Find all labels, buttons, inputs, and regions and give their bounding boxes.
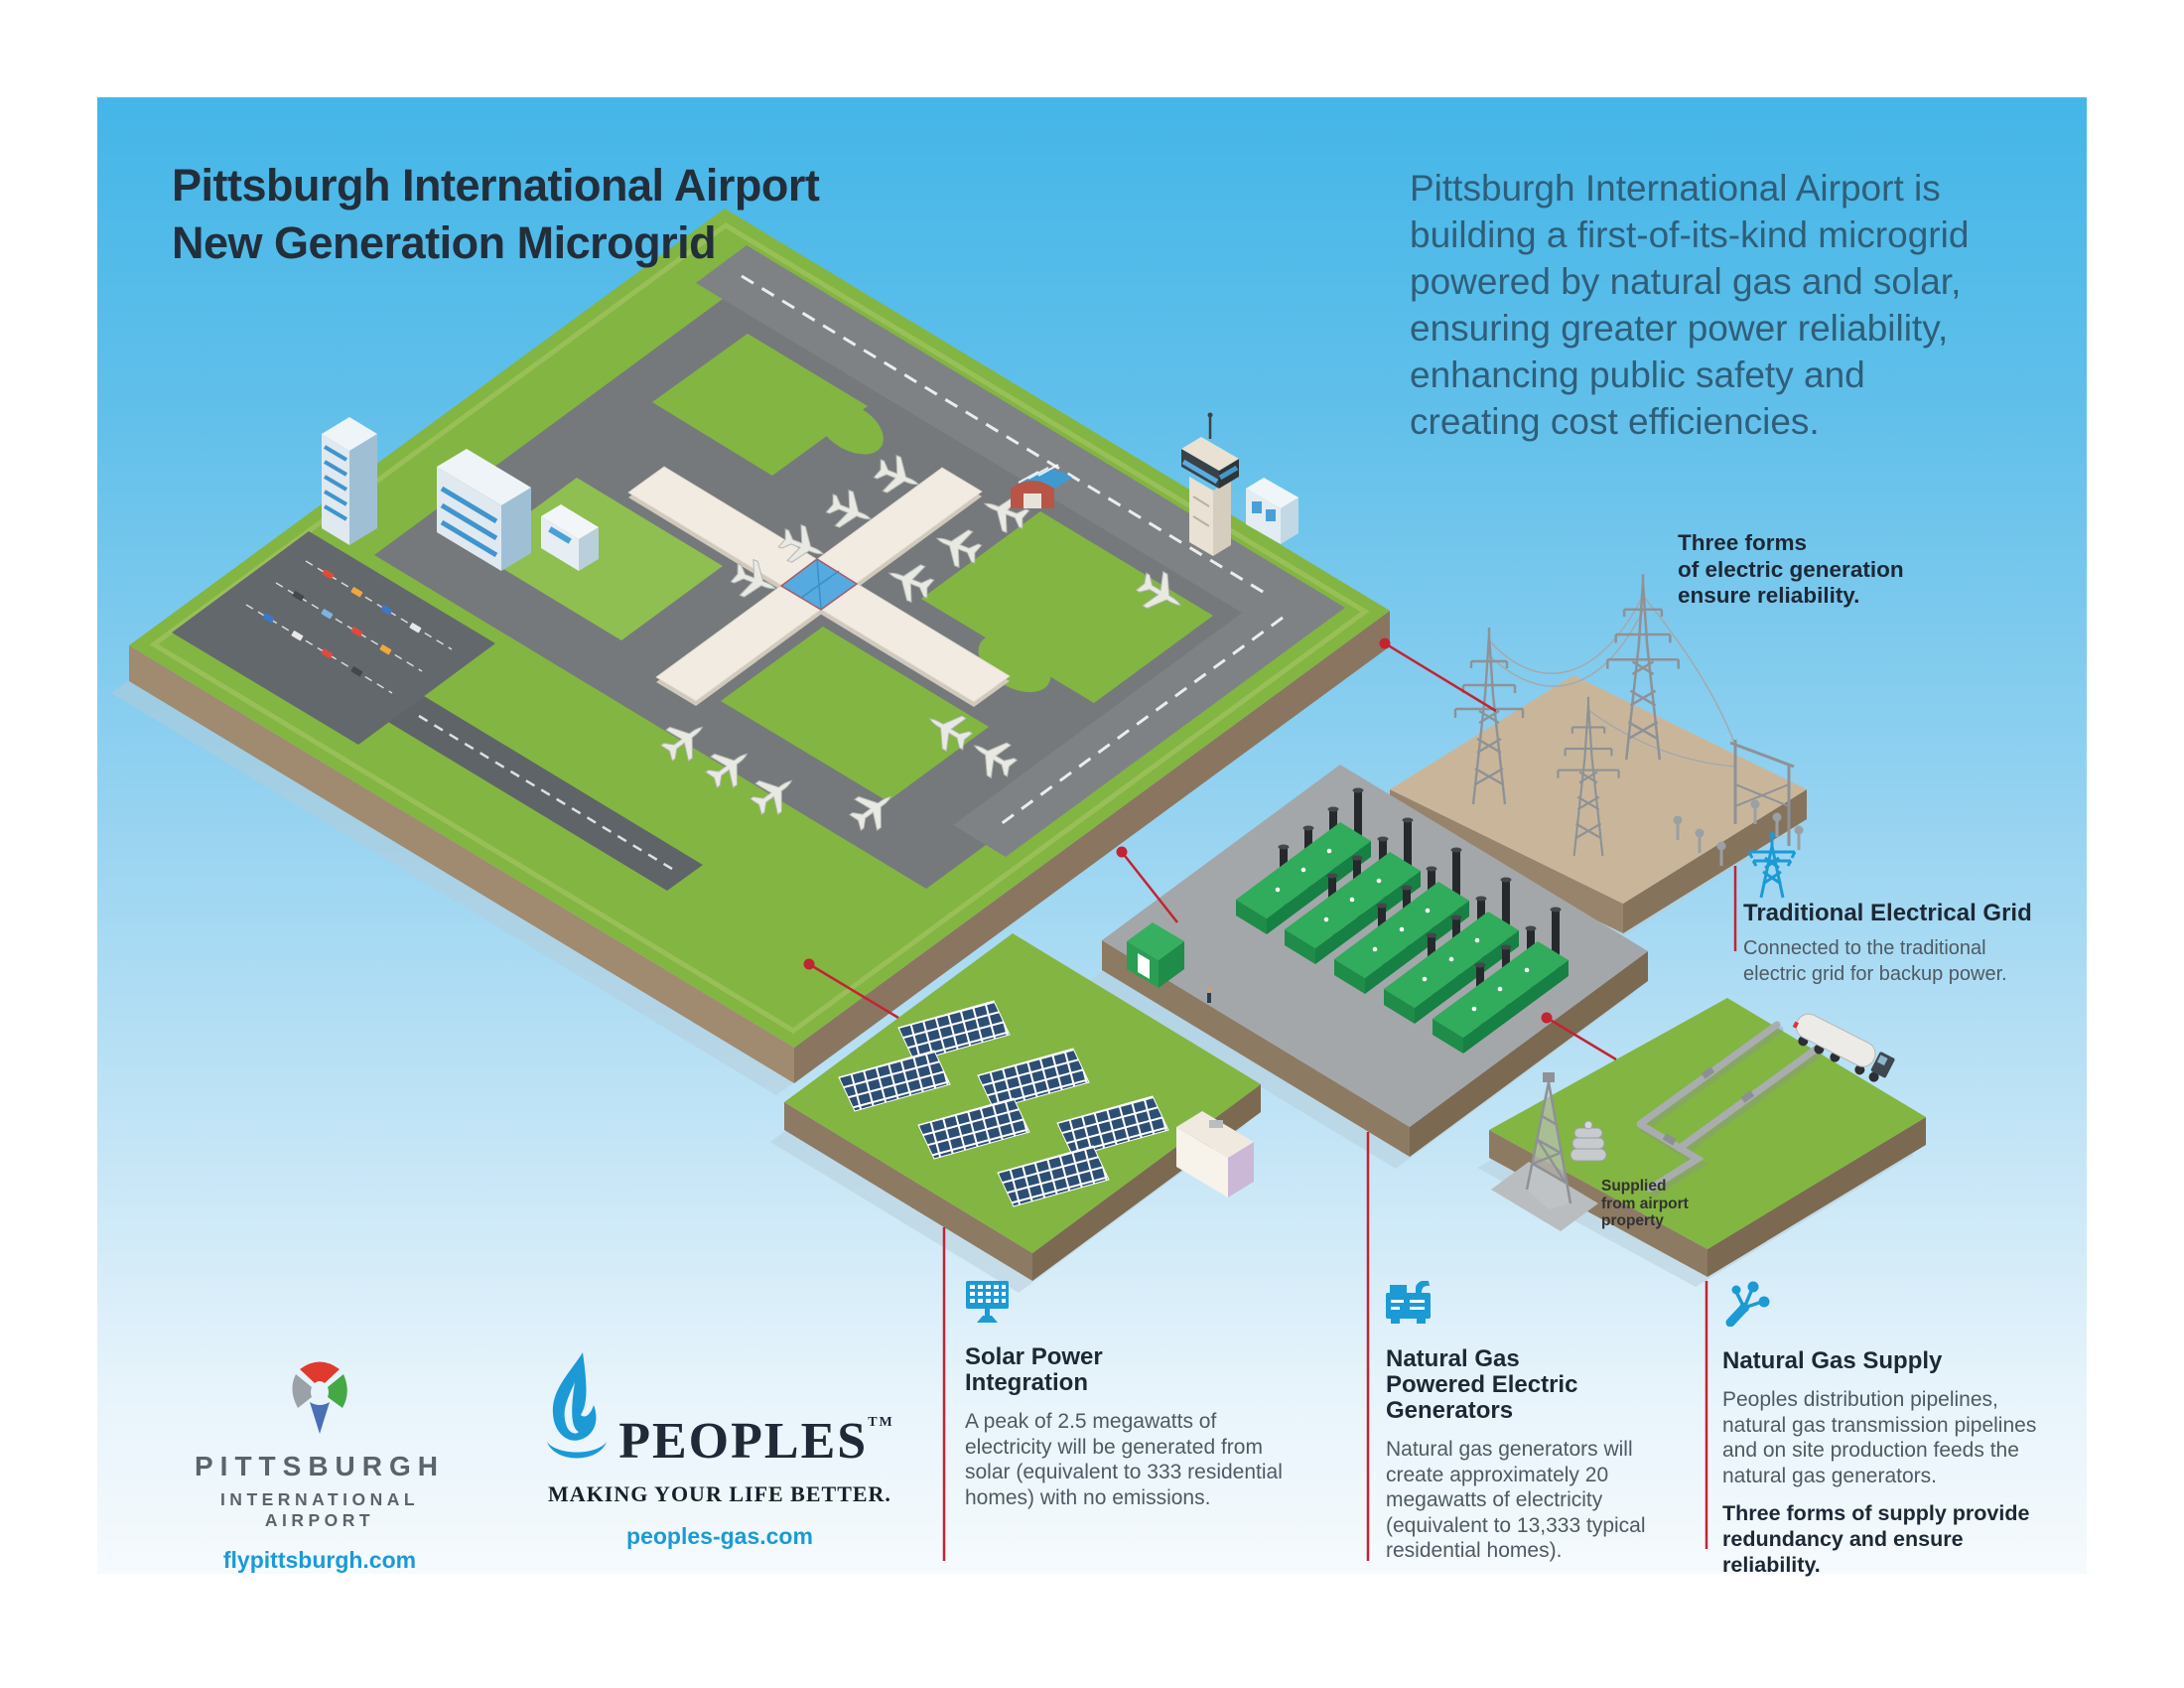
connector-lines [808,641,1737,1561]
parked-cars [262,569,422,677]
airport-platform [111,209,1390,1095]
generators-column: Natural Gas Powered Electric Generators … [1386,1280,1696,1564]
title-line-1: Pittsburgh International Airport [172,160,820,211]
office-buildings [322,417,599,571]
substation-gantry [1729,740,1795,846]
intro-paragraph: Pittsburgh International Airport is buil… [1410,168,1970,442]
solar-column: Solar Power Integration A peak of 2.5 me… [965,1281,1293,1510]
generator-platform [1088,765,1648,1169]
supplied-label: Supplied from airport property [1601,1178,1689,1229]
connector-dots [803,637,1553,1024]
trademark-symbol: TM [868,1415,894,1430]
electrical-grid-platform [1376,572,1807,945]
page-title: Pittsburgh International Airport New Gen… [172,157,820,272]
generator-shed [1127,922,1184,988]
grid-callout-heading: Traditional Electrical Grid [1743,900,2032,926]
peoples-logo-name: PEOPLESTM [618,1413,894,1470]
generators-column-body: Natural gas generators will create appro… [1386,1438,1646,1562]
generator-icon [1386,1280,1431,1324]
runway [696,245,1345,644]
solar-platform [770,933,1261,1293]
gas-supply-column-heading: Natural Gas Supply [1722,1347,1943,1374]
gas-generators [1236,787,1569,1054]
pittsburgh-airport-logo: PITTSBURGH INTERNATIONAL AIRPORT flypitt… [171,1348,469,1574]
flypittsburgh-url: flypittsburgh.com [222,1547,417,1573]
transmission-tower-icon [1747,832,1797,899]
transmission-towers [1453,572,1804,866]
insulators [1673,799,1804,866]
title-line-2: New Generation Microgrid [172,217,717,268]
pit-logo-name: PITTSBURGH [195,1451,445,1481]
solar-panel-icon [966,1281,1009,1323]
parking-lot [172,531,495,745]
terminal-building [627,466,1011,707]
three-forms-callout: Three forms of electric generation ensur… [1678,530,1904,608]
service-building [1246,478,1298,544]
drilling-derrick [1525,1072,1572,1209]
gas-supply-column: Natural Gas Supply Peoples distribution … [1722,1281,2050,1578]
gas-supply-column-body: Peoples distribution pipelines, natural … [1722,1388,2037,1487]
gas-tanks [1570,1120,1607,1162]
peoples-gas-url: peoples-gas.com [626,1523,813,1549]
pit-pinwheel-icon [292,1361,347,1434]
worker-figure [1206,987,1212,1003]
inverter-building [1176,1111,1254,1197]
peoples-logo: PEOPLESTM MAKING YOUR LIFE BETTER. peopl… [541,1352,898,1550]
peoples-tagline: MAKING YOUR LIFE BETTER. [548,1481,891,1506]
pit-logo-subname: INTERNATIONAL AIRPORT [219,1489,420,1530]
hangar [1011,464,1072,508]
gas-supply-column-note: Three forms of supply provide redundancy… [1722,1501,2030,1577]
pipelines [1636,1021,1824,1197]
generators-column-heading: Natural Gas Powered Electric Generators [1386,1345,1578,1424]
gas-supply-platform [1477,998,1926,1287]
solar-column-body: A peak of 2.5 megawatts of electricity w… [965,1410,1283,1509]
solar-column-heading: Solar Power Integration [965,1343,1103,1396]
peoples-flame-icon [547,1352,608,1459]
control-tower [1181,412,1239,556]
tanker-truck [1792,1013,1895,1082]
pipeline-branch-icon [1725,1281,1770,1328]
grid-callout-body: Connected to the traditional electric gr… [1743,937,2007,985]
